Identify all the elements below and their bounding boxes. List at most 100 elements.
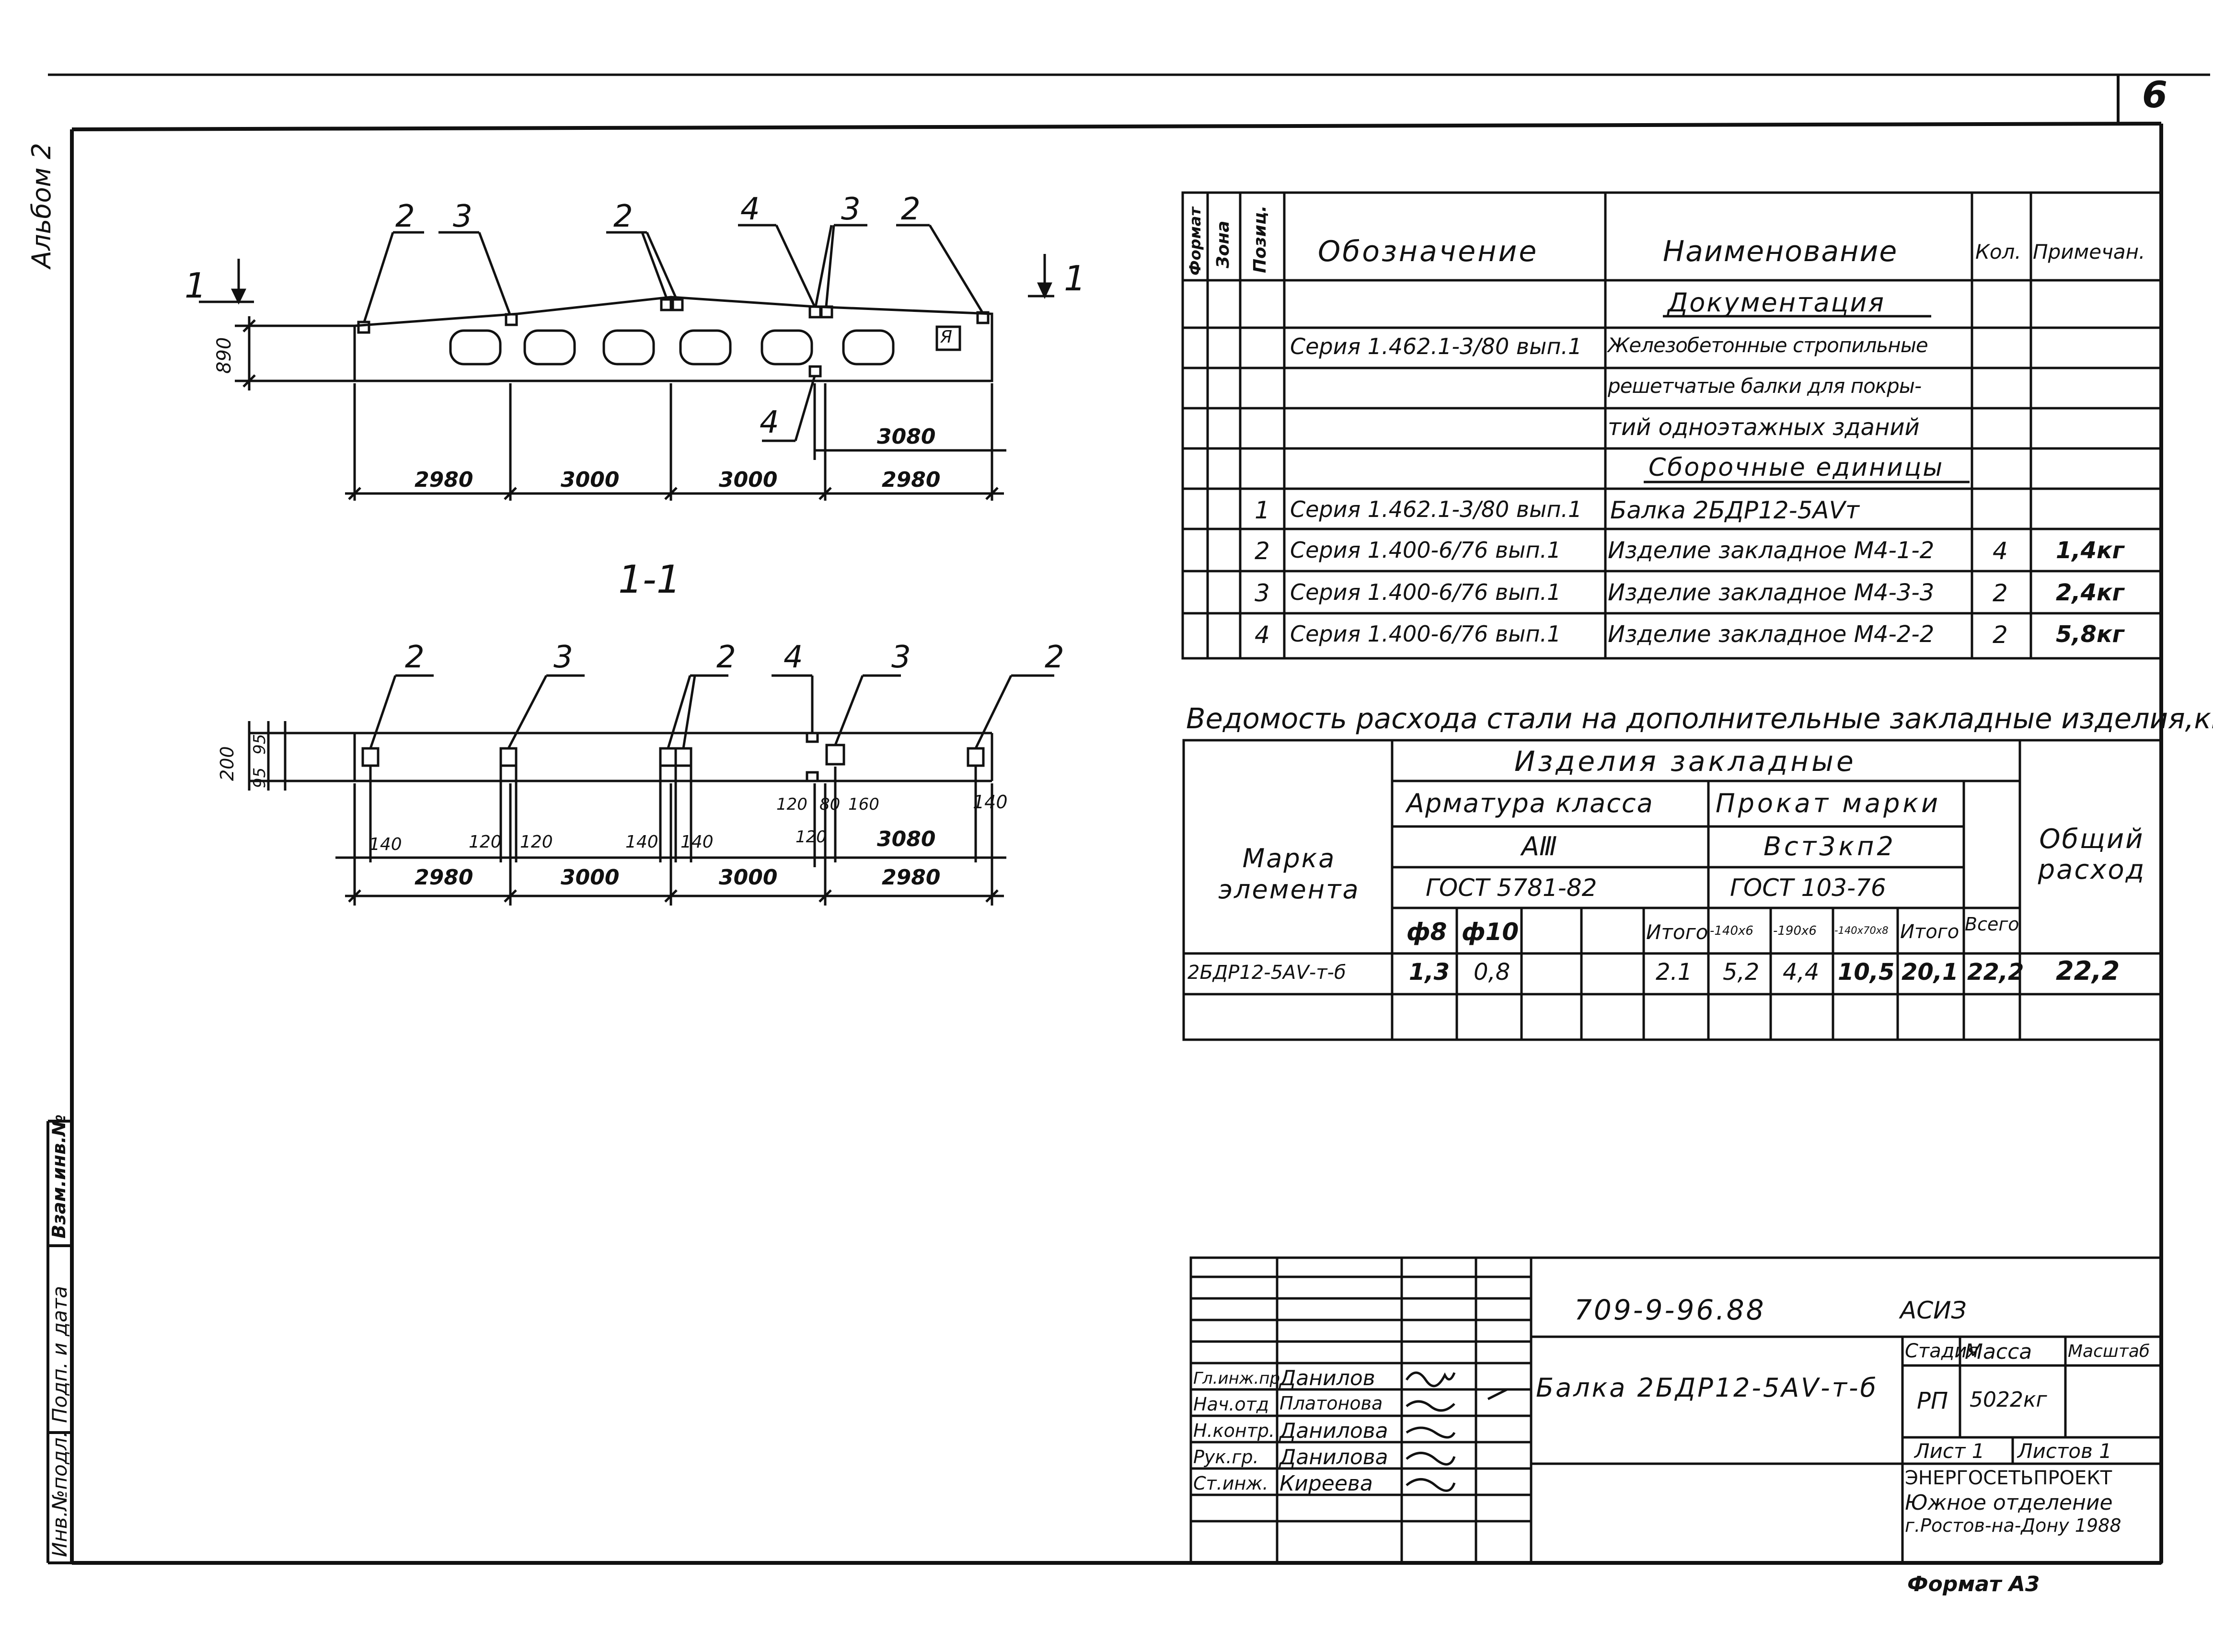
beam-elevation-drawing <box>199 224 1054 501</box>
section-title: 1-1 <box>618 557 681 602</box>
dim-2980-a: 2980 <box>415 468 473 492</box>
spec-row-1-designation: Серия 1.462.1-3/80 вып.1 <box>1290 333 1582 359</box>
section-mark-left: 1 <box>184 265 207 306</box>
name-3: Данилова <box>1279 1445 1388 1469</box>
steel-armature-class: АⅢ <box>1521 831 1557 861</box>
dim-3000-b: 3000 <box>719 468 778 492</box>
name-1: Платонова <box>1279 1393 1383 1414</box>
steel-sub-7: -140х70х8 <box>1834 925 1889 936</box>
format-label: Формат А3 <box>1907 1572 2040 1596</box>
spec-row-5-pos: 1 <box>1255 496 1270 524</box>
role-1: Нач.отд <box>1193 1394 1269 1415</box>
stage-value: РП <box>1917 1388 1948 1414</box>
spec-row-7-designation: Серия 1.400-6/76 вып.1 <box>1290 579 1561 605</box>
plan-dim-2980-a: 2980 <box>415 865 473 890</box>
steel-armature-gost: ГОСТ 5781-82 <box>1426 874 1597 902</box>
steel-row-v9: 22,2 <box>1967 959 2024 986</box>
scale-label: Масштаб <box>2068 1342 2150 1361</box>
steel-row-mark: 2БДР12-5АⅤ-т-б <box>1187 962 1346 984</box>
callout-2b: 2 <box>613 199 633 234</box>
role-0: Гл.инж.пр <box>1193 1369 1280 1388</box>
mass-label: Масса <box>1965 1340 2032 1364</box>
spec-table-grid <box>1181 191 2163 660</box>
plan-small-dim-8: 120 <box>795 827 827 847</box>
role-3: Рук.гр. <box>1193 1446 1259 1468</box>
sheet-label: Лист 1 <box>1914 1439 1985 1463</box>
spec-row-6-note: 1,4кг <box>2056 537 2124 564</box>
spec-header-note: Примечан. <box>2033 240 2145 264</box>
plan-small-dim-7: 160 <box>848 795 879 814</box>
spec-row-3-name: тий одноэтажных зданий <box>1608 414 1920 441</box>
plan-dim-2980-b: 2980 <box>882 865 941 890</box>
steel-row-v7: 10,5 <box>1838 959 1895 986</box>
callout-3b: 3 <box>841 192 861 227</box>
dim-2980-b: 2980 <box>882 468 941 492</box>
spec-row-6-designation: Серия 1.400-6/76 вып.1 <box>1290 537 1561 563</box>
spec-row-8-designation: Серия 1.400-6/76 вып.1 <box>1290 621 1561 647</box>
plan-small-dim-6: 80 <box>819 795 841 814</box>
steel-sub-6: -190х6 <box>1773 924 1817 938</box>
callout-4b: 4 <box>760 405 779 440</box>
plan-small-dim-4: 140 <box>680 832 714 852</box>
steel-sub-4: Итого <box>1646 920 1708 944</box>
spec-row-8-qty: 2 <box>1993 621 2008 649</box>
org-line-2: Южное отделение <box>1905 1491 2113 1515</box>
steel-col-group: Изделия закладные <box>1514 745 1856 778</box>
plan-dim-3080: 3080 <box>877 827 936 851</box>
spec-header-name: Наименование <box>1663 235 1898 268</box>
plan-small-dim-2: 120 <box>520 832 553 852</box>
spec-row-8-pos: 4 <box>1255 621 1270 649</box>
steel-sub-0: ф8 <box>1406 918 1447 946</box>
steel-row-v5: 5,2 <box>1723 959 1760 986</box>
steel-mark-header: Марка элемента <box>1218 843 1360 905</box>
plan-callout-2b: 2 <box>716 640 736 675</box>
steel-row-total: 22,2 <box>2056 956 2120 986</box>
role-2: Н.контр. <box>1193 1420 1275 1441</box>
steel-row-v4: 2.1 <box>1656 959 1693 986</box>
steel-rolled: Прокат марки <box>1716 788 1941 818</box>
org-line-1: ЭНЕРГОСЕТЬПРОЕКТ <box>1905 1467 2112 1489</box>
callout-2c: 2 <box>901 192 921 227</box>
plan-callout-2c: 2 <box>1045 640 1064 675</box>
name-2: Данилова <box>1279 1419 1388 1443</box>
steel-table-grid <box>1182 739 2163 1041</box>
spec-row-2-name: решетчатые балки для покры- <box>1608 374 1922 398</box>
plan-small-dim-1: 120 <box>469 832 502 852</box>
mass-value: 5022кг <box>1970 1388 2047 1412</box>
steel-sub-8: Итого <box>1900 921 1959 943</box>
plan-callout-4: 4 <box>784 640 803 675</box>
spec-row-8-note: 5,8кг <box>2056 621 2124 648</box>
plan-callout-2a: 2 <box>405 640 425 675</box>
spec-row-1-name: Железобетонные стропильные <box>1608 333 1928 357</box>
spec-row-5-name: Балка 2БДР12-5АⅤт <box>1610 496 1859 524</box>
spec-row-5-designation: Серия 1.462.1-3/80 вып.1 <box>1290 496 1582 522</box>
spec-row-0-name: Документация <box>1668 287 1885 318</box>
callout-3a: 3 <box>453 199 473 234</box>
steel-row-v8: 20,1 <box>1902 959 1959 986</box>
spec-row-7-qty: 2 <box>1993 579 2008 607</box>
callout-4a: 4 <box>740 192 760 227</box>
spec-row-6-name: Изделие закладное М4-1-2 <box>1608 537 1935 564</box>
doc-code: 709-9-96.88 <box>1574 1294 1766 1326</box>
steel-rolled-grade: Вст3кп2 <box>1763 831 1896 861</box>
steel-armature: Арматура класса <box>1406 788 1654 818</box>
name-0: Данилов <box>1279 1366 1375 1390</box>
spec-row-8-name: Изделие закладное М4-2-2 <box>1608 621 1935 648</box>
steel-total-header: Общий расход <box>2038 824 2146 886</box>
stage-label: Стадия <box>1905 1340 1979 1362</box>
plan-callout-3a: 3 <box>553 640 573 675</box>
steel-rolled-gost: ГОСТ 103-76 <box>1730 874 1886 902</box>
role-4: Ст.инж. <box>1193 1473 1268 1494</box>
plan-callout-3b: 3 <box>891 640 911 675</box>
spec-header-designation: Обозначение <box>1318 235 1539 268</box>
spec-row-7-pos: 3 <box>1255 579 1270 607</box>
callout-2a: 2 <box>395 199 415 234</box>
spec-row-7-name: Изделие закладное М4-3-3 <box>1608 579 1935 606</box>
steel-sub-5: -140х6 <box>1710 924 1753 938</box>
spec-header-qty: Кол. <box>1975 240 2021 264</box>
steel-row-v6: 4,4 <box>1783 959 1820 986</box>
mark-box-letter: Я <box>940 327 953 347</box>
spec-row-4-name: Сборочные единицы <box>1648 453 1944 482</box>
spec-row-7-note: 2,4кг <box>2056 579 2124 606</box>
